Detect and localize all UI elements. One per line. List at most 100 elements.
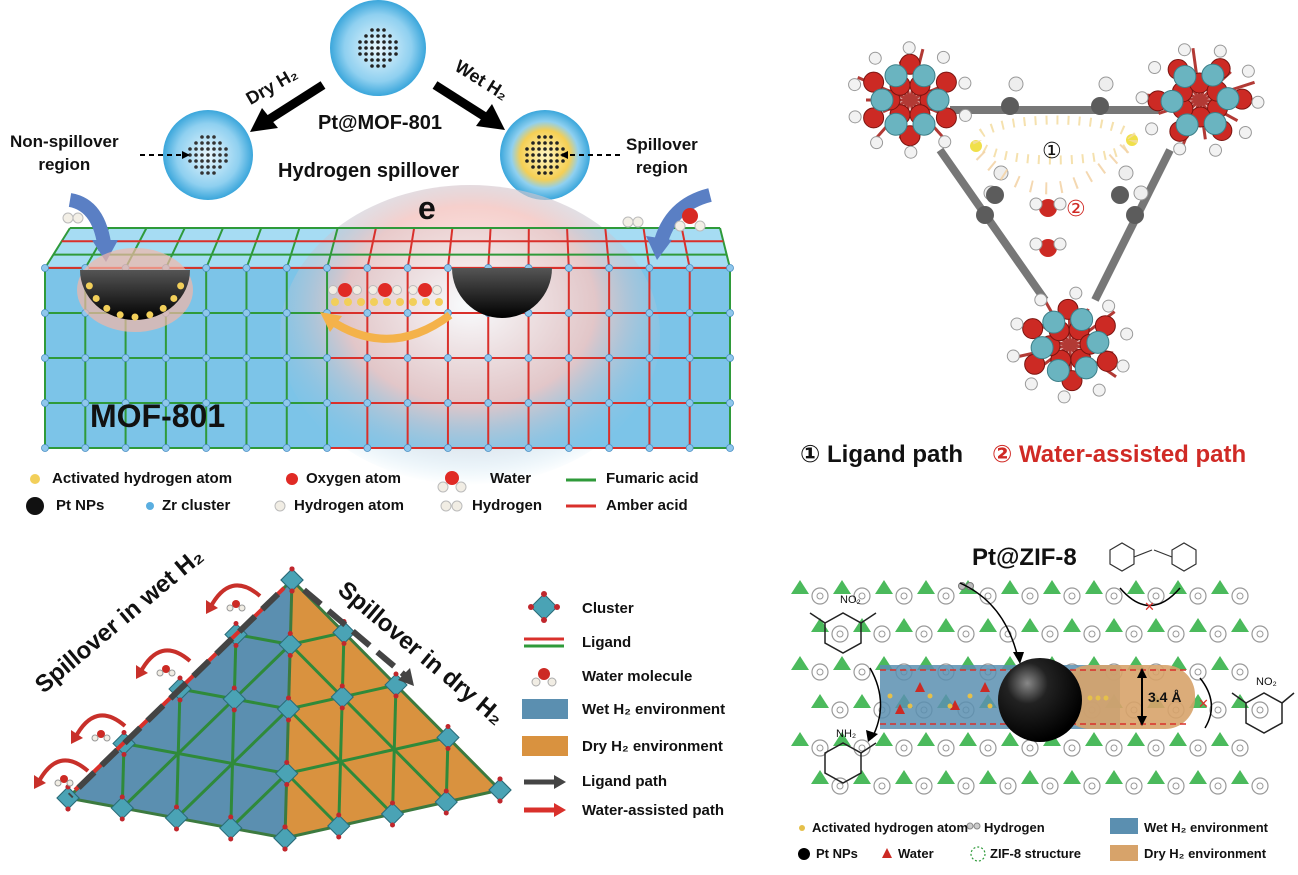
dry-edge-arrow-head-icon [398, 668, 414, 686]
panel-pyramid-spillover: Spillover in wet H₂ Spillover in dry H₂ … [0, 528, 775, 875]
zif-legend-pt: Pt NPs [816, 846, 858, 861]
spillover-label: Spillover region [626, 135, 698, 177]
mof-lattice-grid [41, 227, 734, 452]
panel-pt-zif8: ✕ ✕ Pt@ZIF [780, 528, 1298, 875]
pt-zif8-title: Pt@ZIF-8 [972, 544, 1077, 571]
panel-mof801-spillover: Pt@MOF-801 Dry H₂ Wet H₂ Hydrogen spillo… [0, 0, 775, 525]
pyramid-ligand-grid [66, 578, 502, 840]
amino-benzene-icon [824, 742, 877, 784]
dry-legend-swatch-icon [1110, 845, 1138, 861]
wet-arrow-head-icon [476, 104, 505, 130]
h2-entry-arrow-head-icon [1013, 652, 1024, 664]
surface-molecules [85, 282, 443, 321]
red-arrow-icon [524, 803, 566, 817]
wet-edge-black-dashed [67, 591, 281, 799]
legend-oxygen-atom: Oxygen atom [306, 470, 402, 487]
water-molecule-icon [437, 471, 467, 493]
h2-icon-c [622, 216, 634, 228]
h2-icon-a [62, 212, 74, 224]
water-h-icon-b [694, 220, 706, 232]
pt-nanoparticle-icon [998, 658, 1082, 742]
pt-cluster-dots-icon [358, 28, 398, 68]
blocked-x-icon: ✕ [1144, 599, 1155, 614]
dipyridyl-disulfide-icon [1109, 542, 1197, 572]
inlet-arrow-left-head-icon [92, 240, 118, 262]
reduction-arrow-head-icon [866, 730, 878, 742]
ligand-icon [524, 637, 564, 648]
yellow-dot-icon [30, 474, 40, 484]
zif-legend-activated-hydrogen: Activated hydrogen atom [812, 820, 969, 835]
h2-legend-icon-b [973, 822, 981, 830]
blue-dot-icon [146, 502, 154, 510]
h2-legend-icon-a [966, 822, 974, 830]
zif-legend-water: Water [898, 846, 934, 861]
spillover-flow-arrow-head-icon [320, 312, 342, 332]
hydrogen-molecule-icon [440, 500, 463, 512]
hydrogen-spillover-caption: Hydrogen spillover [278, 160, 460, 182]
legend-cluster: Cluster [582, 600, 634, 617]
pt-nanoparticle-right-icon [452, 268, 552, 318]
legend-water-molecule: Water molecule [582, 668, 693, 685]
pyramid-illustration [34, 566, 568, 852]
water-molecule-legend-icon [531, 668, 557, 687]
dry-swatch-icon [522, 736, 568, 756]
spillover-flow-arrow [327, 311, 453, 343]
dry-channel [1060, 665, 1195, 729]
cluster-icon [528, 591, 560, 623]
legend-dry-environment: Dry H₂ environment [582, 738, 723, 755]
legend-water: Water [490, 470, 532, 487]
zif-legend-hydrogen: Hydrogen [984, 820, 1045, 835]
distance-label: 3.4 Å [1148, 689, 1182, 705]
zif-legend-structure: ZIF-8 structure [990, 846, 1082, 861]
h2-icon-b [72, 212, 84, 224]
blocked-arrow [1119, 587, 1181, 607]
legend-hydrogen-atom: Hydrogen atom [294, 497, 405, 514]
path-1-marker: ① [1042, 138, 1062, 163]
distance-down-icon [1137, 716, 1147, 726]
electron-label: e [418, 190, 436, 226]
black-dot-icon [26, 497, 44, 515]
legend-hydrogen: Hydrogen [472, 497, 543, 514]
molecular-structure-atoms [848, 41, 1265, 404]
pyramid-cluster-nodes [56, 566, 512, 852]
inlet-arrow-right [653, 188, 712, 247]
no2-label-left: NO₂ [840, 594, 861, 606]
mof-801-label: MOF-801 [90, 398, 226, 434]
pt-cluster-dots-right-icon [525, 135, 565, 175]
zif-legend-wet: Wet H₂ environment [1144, 820, 1268, 835]
nitro-benzene-right-icon [1231, 692, 1295, 734]
dry-blocked-arrow [1199, 677, 1213, 729]
panel-mof-structure-paths: ① ② ① Ligand path ② Water-assisted path [780, 0, 1298, 525]
ligand-path-legend: ① Ligand path [800, 441, 963, 468]
no2-label-right: NO₂ [1256, 676, 1277, 688]
pointer-right-head-icon [560, 151, 568, 159]
water-assisted-arcs [34, 583, 262, 789]
zif8-illustration: ✕ ✕ [791, 542, 1295, 862]
legend-activated-hydrogen: Activated hydrogen atom [52, 470, 233, 487]
non-spillover-label: Non-spillover region [10, 132, 119, 174]
h2-icon-d [632, 216, 644, 228]
legend-ligand-path: Ligand path [582, 773, 667, 790]
dry-arrow-head-icon [250, 108, 278, 132]
wet-arrow-shaft [432, 81, 493, 124]
nitro-benzene-icon [809, 612, 877, 654]
legend-pt-nps: Pt NPs [56, 497, 105, 514]
zif-legend-dry: Dry H₂ environment [1144, 846, 1267, 861]
dry-blocked-x-icon: ✕ [1198, 696, 1209, 711]
black-arrow-icon [524, 775, 566, 789]
channel-molecules [887, 582, 1109, 714]
pt-legend-icon [798, 848, 810, 860]
reduction-arrow [869, 667, 882, 739]
spillover-glow [280, 185, 660, 485]
red-dot-icon [286, 473, 298, 485]
mof-molecular-structure [848, 41, 1265, 404]
legend-wet-environment: Wet H₂ environment [582, 701, 726, 718]
legend-ligand: Ligand [582, 634, 632, 651]
legend-zr-cluster: Zr cluster [162, 497, 231, 514]
zif8-legend-icon [970, 846, 986, 862]
legend-amber-acid: Amber acid [606, 497, 688, 514]
legend-water-assisted-path: Water-assisted path [582, 802, 724, 819]
path-2-marker: ② [1066, 196, 1086, 221]
pointer-left-head-icon [182, 151, 190, 159]
wet-legend-swatch-icon [1110, 818, 1138, 834]
